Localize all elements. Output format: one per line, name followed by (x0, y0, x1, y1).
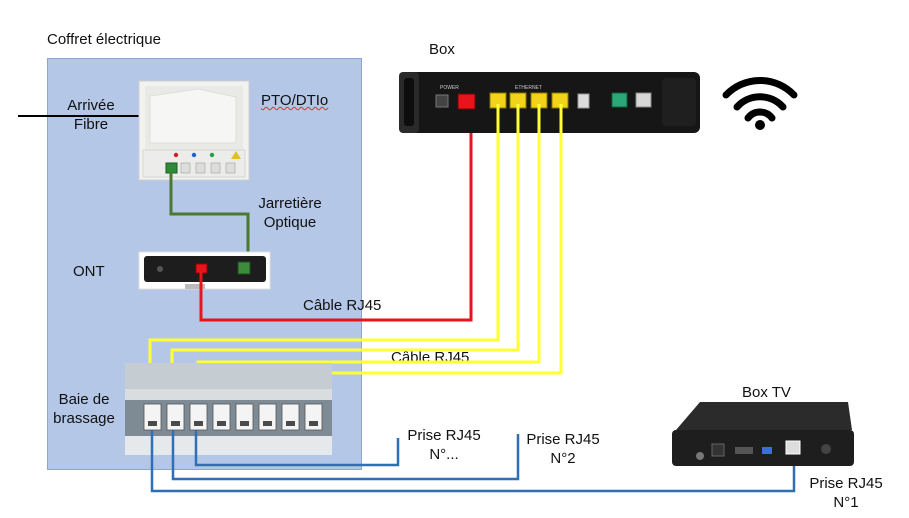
jarretiere-line2: Optique (263, 214, 317, 231)
coffret-title: Coffret électrique (47, 31, 161, 48)
jarretiere-label: Jarretière Optique (250, 194, 330, 232)
box-router-icon: POWER ETHERNET (399, 72, 700, 133)
prise-rj45-n1: Prise RJ45 N°1 (806, 474, 886, 512)
box-tv-icon (672, 402, 854, 466)
ont-device-icon (138, 251, 271, 290)
jarretiere-line1: Jarretière (258, 195, 322, 212)
box-label: Box (429, 41, 455, 58)
pto-label: PTO/DTIo (261, 91, 328, 110)
prise-rj45-n2: Prise RJ45 N°2 (523, 430, 603, 468)
arrivee-line1: Arrivée (67, 97, 115, 114)
prise-a-line1: Prise RJ45 (407, 427, 481, 444)
wifi-icon (722, 76, 798, 130)
rj45-cable-red (199, 96, 473, 322)
box-ethernet-text: ETHERNET (515, 85, 542, 91)
baie-brassage-label: Baie de brassage (49, 390, 119, 428)
box-power-text: POWER (440, 85, 459, 91)
baie-line1: Baie de (58, 391, 110, 408)
prise-rj45-n-dots: Prise RJ45 N°... (404, 426, 484, 464)
prise-2-line1: Prise RJ45 (526, 431, 600, 448)
pto-label-text: PTO/DTIo (261, 92, 329, 109)
prise-1-line1: Prise RJ45 (809, 475, 883, 492)
jarretiere-optique-cable (169, 172, 250, 268)
prise-2-line2: N°2 (550, 450, 576, 467)
box-tv-label: Box TV (742, 384, 791, 401)
prise-1-line2: N°1 (833, 494, 859, 511)
baie-line2: brassage (53, 410, 115, 427)
prise-a-line2: N°... (429, 446, 459, 463)
ont-label: ONT (73, 263, 105, 280)
arrivee-line2: Fibre (73, 116, 109, 133)
cable-rj45-label-1: Câble RJ45 (303, 297, 382, 314)
rj45-cables-blue (150, 430, 796, 493)
pto-box-icon (138, 80, 250, 181)
arrivee-fibre-label: Arrivée Fibre (60, 96, 122, 134)
patch-panel-icon (125, 363, 332, 455)
